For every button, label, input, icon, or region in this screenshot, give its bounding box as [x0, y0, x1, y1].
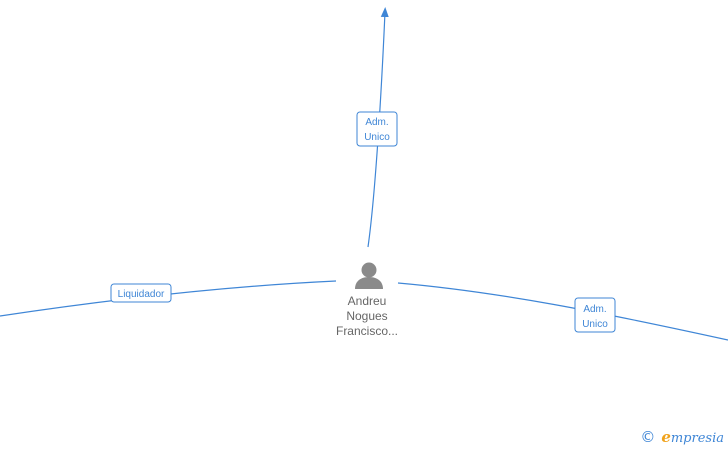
center-node-name-line-2: Nogues	[346, 309, 388, 323]
edge-label-right-line-2: Unico	[582, 319, 608, 330]
brand-name-rest: mpresia	[670, 431, 724, 446]
edge-label-left-line-1: Liquidador	[118, 289, 165, 300]
copyright-icon: ©	[640, 428, 656, 446]
edge-right	[397, 282, 728, 341]
edge-label-up-line-2: Unico	[364, 132, 390, 143]
edge-label-right-line-1: Adm.	[583, 304, 606, 315]
person-icon[interactable]	[355, 262, 383, 290]
edge-left	[0, 280, 337, 317]
center-node-name-line-1: Andreu	[347, 294, 387, 308]
edge-label-up[interactable]: Adm. Unico	[356, 111, 398, 147]
edge-label-right[interactable]: Adm. Unico	[574, 297, 616, 333]
center-node-label[interactable]: Andreu Nogues Francisco...	[326, 294, 408, 339]
edge-label-up-line-1: Adm.	[365, 117, 388, 128]
brand-watermark: © empresia	[640, 428, 724, 446]
center-node-name-line-3: Francisco...	[335, 324, 398, 338]
brand-name-initial: e	[661, 428, 671, 446]
brand-name: empresia	[661, 428, 724, 446]
edge-label-left[interactable]: Liquidador	[110, 283, 172, 303]
